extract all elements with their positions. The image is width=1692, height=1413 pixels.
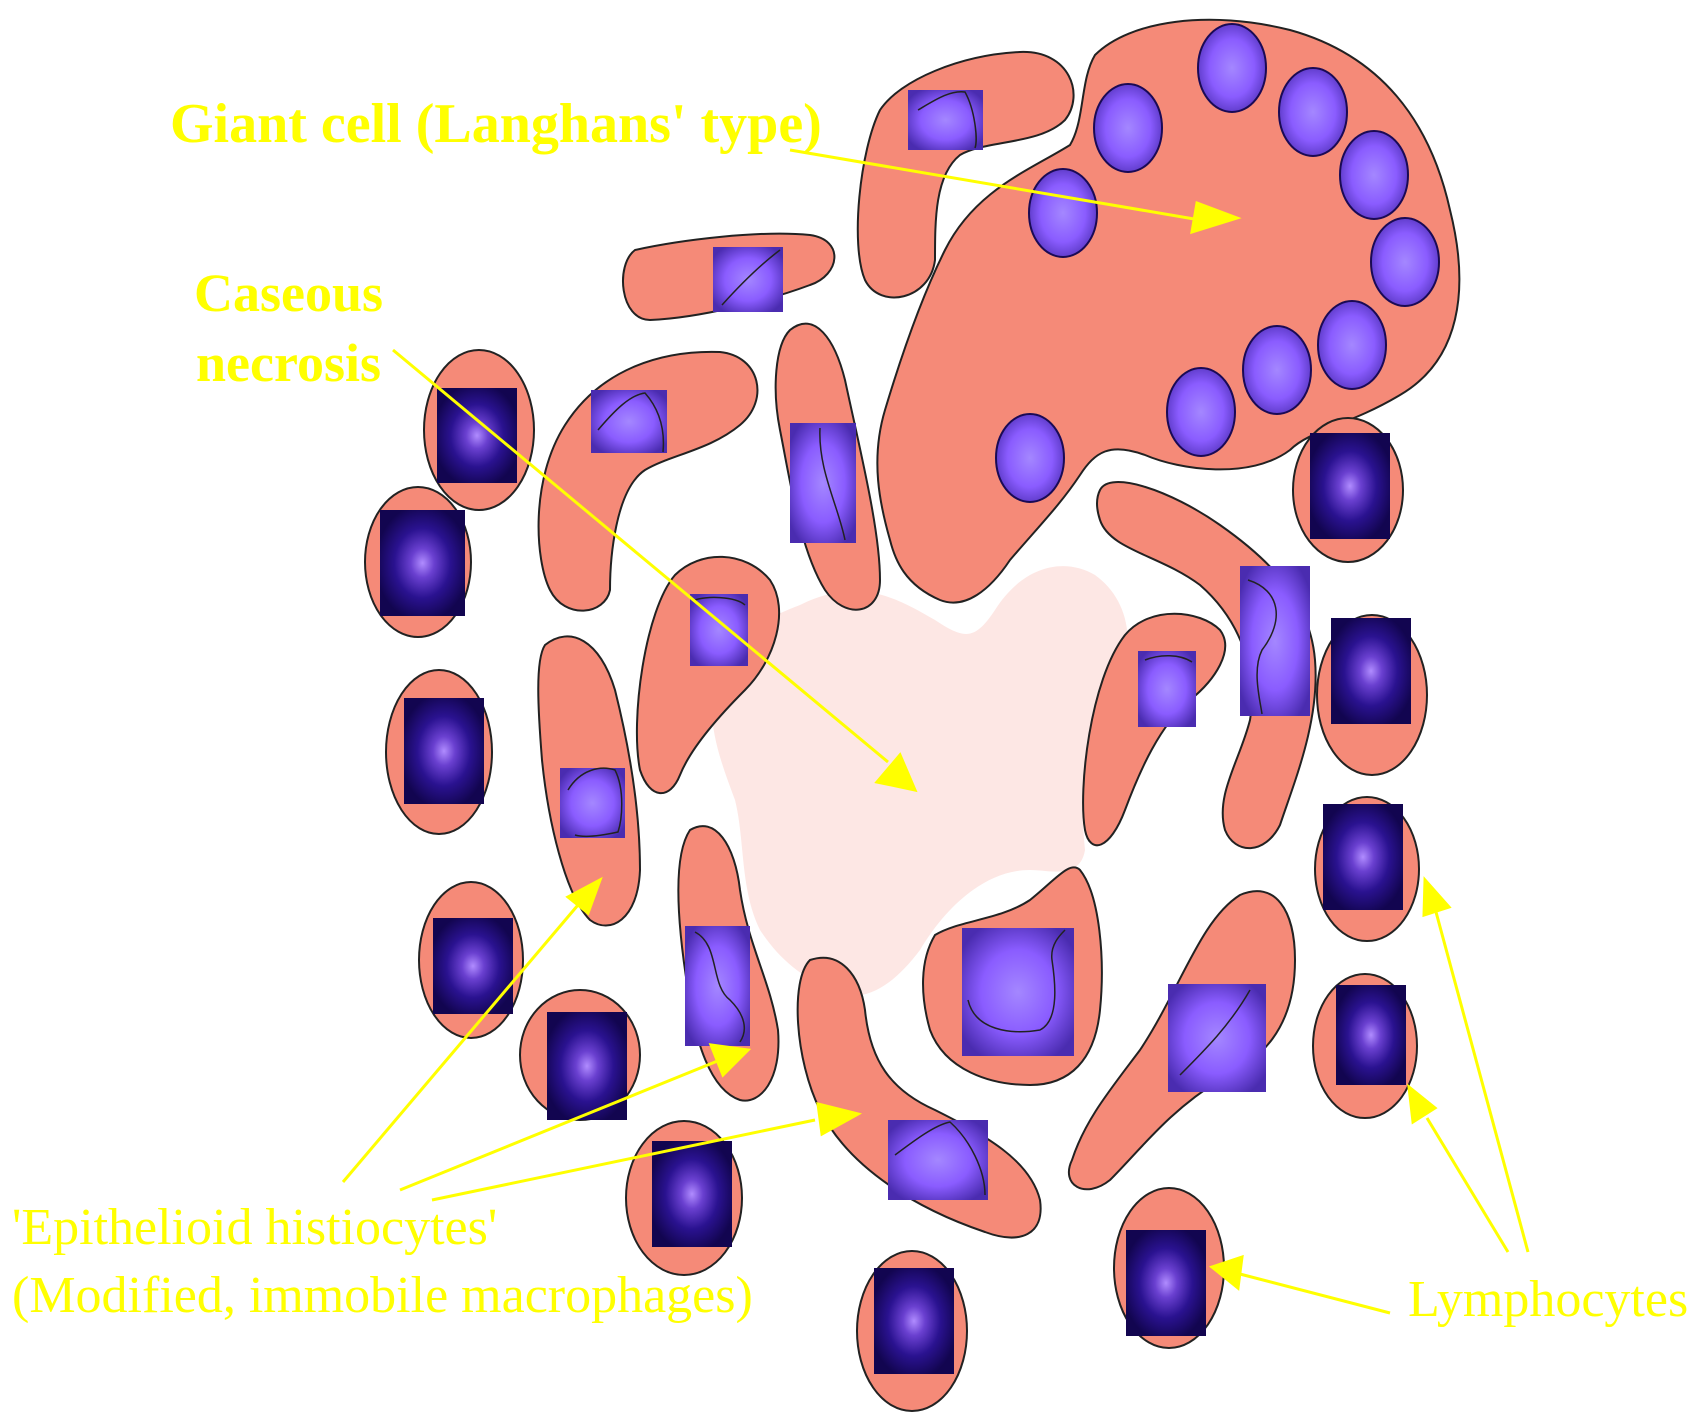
lymphocyte-cell [1317,615,1427,775]
lymphocyte-cell [626,1121,742,1275]
lymphocyte-cell [1315,797,1419,941]
histiocyte-cell [538,636,640,925]
giant-cell-nucleus [1094,84,1162,172]
lymphocyte-arrow [1236,1273,1390,1313]
lymphocytes-label: Lymphocytes [1408,1270,1688,1330]
arrowhead-icon [1424,880,1449,915]
giant-cell-nucleus [1243,326,1311,414]
giant-cell-label: Giant cell (Langhans' type) [170,92,822,156]
caseous-necrosis-label-line1: Caseous [194,262,383,324]
caseous-necrosis-label-line2: necrosis [196,332,381,394]
epithelioid-label-line1: 'Epithelioid histiocytes' [12,1198,497,1258]
lymphocyte-cell [1293,418,1403,562]
arrowhead-icon [1409,1087,1435,1122]
giant-cell-nucleus [1029,169,1097,257]
histiocyte-cell [776,324,880,610]
lymphocyte-cell [857,1251,967,1411]
giant-cell-nucleus [1198,24,1266,112]
histiocyte-cell [1069,891,1295,1189]
epithelioid-label-line2: (Modified, immobile macrophages) [12,1266,753,1326]
giant-cell-nucleus [1371,218,1439,306]
lymphocyte-cell [365,487,471,637]
lymphocyte-arrow [1436,912,1528,1252]
giant-cell-nucleus [1318,301,1386,389]
epithelioid-arrow [432,1120,815,1200]
giant-cell-nucleus [1279,68,1347,156]
lymphocyte-cell [386,670,492,834]
lymphocyte-cell [424,350,534,510]
lymphocyte-cell [419,882,523,1038]
lymphocyte-cell [1313,974,1417,1118]
giant-cell-nucleus [996,414,1064,502]
histiocyte-cell [623,234,834,320]
giant-cell-nucleus [1340,131,1408,219]
lymphocyte-cell [1114,1188,1224,1348]
giant-cell-nucleus [1167,368,1235,456]
